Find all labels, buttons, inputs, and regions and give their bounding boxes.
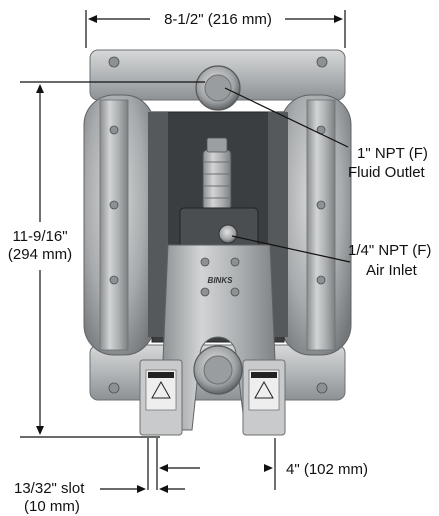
right-flange — [306, 99, 336, 351]
slot-label-1: 13/32" slot — [14, 480, 85, 497]
left-diaphragm-ring — [148, 112, 168, 337]
width-dimension-label: 8-1/2" (216 mm) — [164, 11, 272, 28]
fluid-outlet-label-1: 1" NPT (F) — [357, 145, 428, 162]
fluid-outlet-label-2: Fluid Outlet — [348, 164, 426, 181]
air-inlet-label-1: 1/4" NPT (F) — [348, 242, 431, 259]
muffler-cap — [206, 137, 228, 153]
pump-illustration: BINKS — [83, 49, 352, 436]
left-flange — [99, 99, 129, 351]
height-dimension-label-2: (294 mm) — [8, 246, 72, 263]
dimension-lines — [20, 10, 351, 490]
bolts — [108, 56, 328, 394]
labels: 8-1/2" (216 mm) 11-9/16" (294 mm) 1" NPT… — [8, 11, 432, 515]
foot-spacing-label: 4" (102 mm) — [286, 461, 368, 478]
brand-logo: BINKS — [208, 276, 234, 285]
air-inlet-label-2: Air Inlet — [366, 262, 418, 279]
right-diaphragm-ring — [268, 112, 288, 337]
dimension-arrowheads — [36, 15, 343, 493]
slot-label-2: (10 mm) — [24, 498, 80, 515]
height-dimension-label-1: 11-9/16" — [12, 228, 67, 245]
muffler — [202, 149, 232, 211]
air-inlet-port — [218, 224, 238, 244]
